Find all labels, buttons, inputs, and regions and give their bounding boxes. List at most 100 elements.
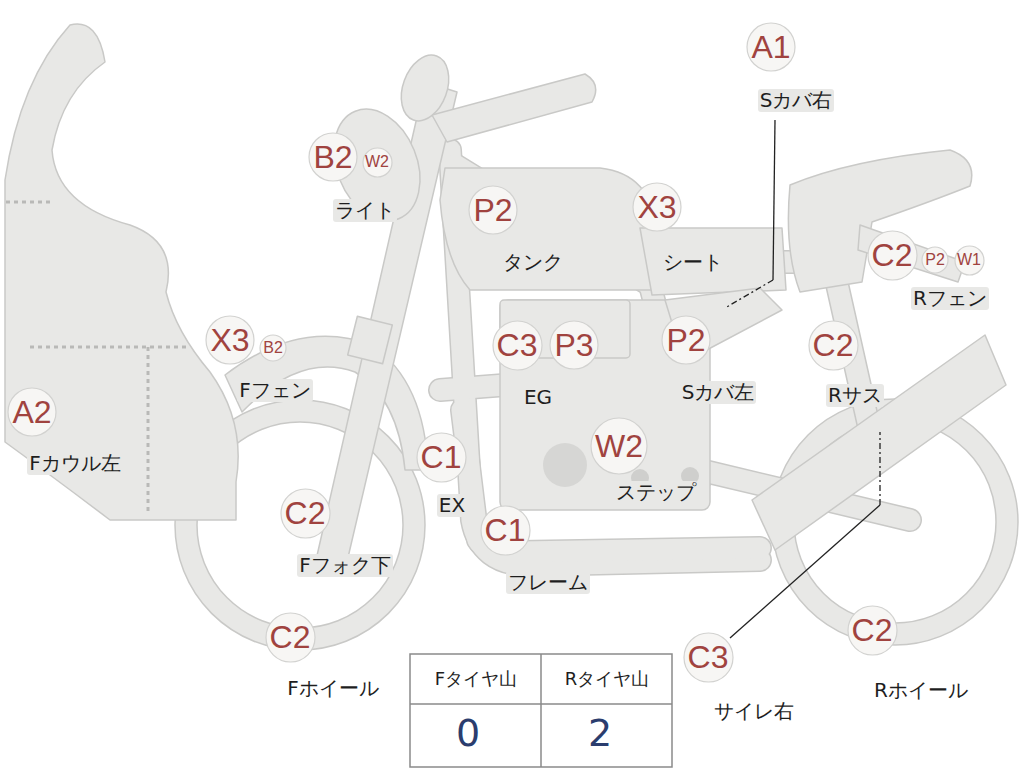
part-name: ライト	[333, 199, 397, 222]
part-name: Fフェン	[237, 379, 313, 402]
circle-shape	[662, 316, 710, 364]
callout-code: C2	[872, 239, 913, 271]
callout-code: C2	[285, 497, 326, 529]
seam-line	[6, 201, 50, 204]
damage-code-circle: C2	[847, 605, 898, 656]
part-name: Sカバ左	[680, 381, 757, 404]
leader-line	[773, 120, 775, 280]
part-name: Fフォク下	[297, 554, 393, 577]
circle-shape	[922, 247, 948, 273]
circle-shape	[469, 186, 517, 234]
callout-code: C2	[852, 614, 893, 646]
callout-code: B2	[313, 141, 352, 173]
part-name: サイレ右	[712, 700, 796, 723]
callout-code: A2	[12, 396, 51, 428]
damage-code-circle: W2	[590, 417, 648, 475]
muffler	[752, 335, 1006, 550]
table-frame	[410, 654, 672, 767]
table-value: 0	[454, 712, 482, 756]
part-name: シート	[661, 251, 725, 274]
circle-shape	[8, 388, 56, 436]
damage-code-circle: C2	[265, 612, 316, 663]
damage-code-circle: C1	[480, 505, 531, 556]
circle-shape	[684, 633, 733, 682]
seam-line	[147, 347, 150, 515]
damage-code-circle: B2	[308, 132, 358, 182]
part-name: EX	[437, 494, 467, 517]
part-name: フレーム	[506, 571, 590, 594]
callout-code: A1	[751, 31, 790, 63]
part-name: EG	[522, 386, 554, 409]
circle-shape	[848, 606, 897, 655]
damage-code-circle: A1	[746, 22, 796, 72]
damage-code-circle: W1	[954, 245, 985, 276]
circle-shape	[206, 316, 254, 364]
fork-sleeve	[348, 316, 393, 364]
handlebar	[432, 74, 596, 142]
rear-fender	[858, 225, 965, 282]
callout-code: P2	[925, 252, 945, 268]
circle-shape	[868, 231, 917, 280]
callout-code: W2	[595, 430, 643, 462]
circle-shape	[955, 246, 984, 275]
damage-code-circle: B2	[259, 334, 287, 362]
front-fender	[225, 336, 428, 470]
part-name: Rホイール	[872, 679, 970, 702]
damage-code-circle: A2	[7, 387, 57, 437]
part-name: Fカウル左	[27, 452, 123, 475]
callout-code: C1	[485, 514, 526, 546]
circle-shape	[309, 133, 357, 181]
callout-code: C1	[421, 441, 462, 473]
part-name: ステップ	[614, 481, 698, 504]
damage-code-circle: X3	[632, 182, 682, 232]
circle-shape	[417, 433, 466, 482]
circle-shape	[550, 321, 598, 369]
callout-code: W1	[957, 252, 981, 268]
callout-code: C2	[813, 329, 854, 361]
seam-line	[30, 346, 190, 349]
callout-code: X3	[210, 324, 249, 356]
damage-code-circle: W2	[362, 147, 393, 178]
damage-code-circle: P2	[921, 246, 949, 274]
circle-shape	[363, 148, 392, 177]
fuel-tank	[440, 168, 656, 290]
table-header: Rタイヤ山	[563, 669, 652, 690]
damage-code-circle: C2	[867, 230, 918, 281]
table-header: Fタイヤ山	[433, 669, 519, 690]
circle-shape	[481, 506, 530, 555]
tyre-table	[410, 654, 672, 767]
callout-code: B2	[263, 340, 283, 356]
front-cowl	[5, 24, 238, 520]
damage-code-circle: P2	[468, 185, 518, 235]
part-name: Fホイール	[285, 677, 381, 700]
circle-shape	[809, 321, 858, 370]
damage-code-circle: P3	[549, 320, 599, 370]
side-cover	[665, 288, 782, 362]
circle-shape	[266, 613, 315, 662]
part-name: Sカバ右	[758, 89, 835, 112]
callout-code: X3	[637, 191, 676, 223]
exhaust-pipe	[440, 385, 505, 390]
callout-code: C3	[688, 641, 729, 673]
part-name: Rフェン	[911, 287, 989, 310]
damage-code-circle: P2	[661, 315, 711, 365]
circle-shape	[633, 183, 681, 231]
damage-code-circle: C1	[416, 432, 467, 483]
callout-code: C2	[270, 621, 311, 653]
damage-code-circle: C3	[683, 632, 734, 683]
circle-shape	[281, 489, 330, 538]
engine-cover	[543, 443, 587, 487]
callout-code: P2	[666, 324, 705, 356]
table-value: 2	[586, 712, 614, 756]
damage-code-circle: C2	[280, 488, 331, 539]
tail-cowl	[788, 150, 971, 292]
circle-shape	[747, 23, 795, 71]
callout-code: P2	[473, 194, 512, 226]
circle-shape	[591, 418, 647, 474]
leader-line	[725, 280, 773, 308]
callout-code: W2	[365, 154, 389, 170]
circle-shape	[260, 335, 286, 361]
damage-code-circle: X3	[205, 315, 255, 365]
damage-code-circle: C2	[808, 320, 859, 371]
